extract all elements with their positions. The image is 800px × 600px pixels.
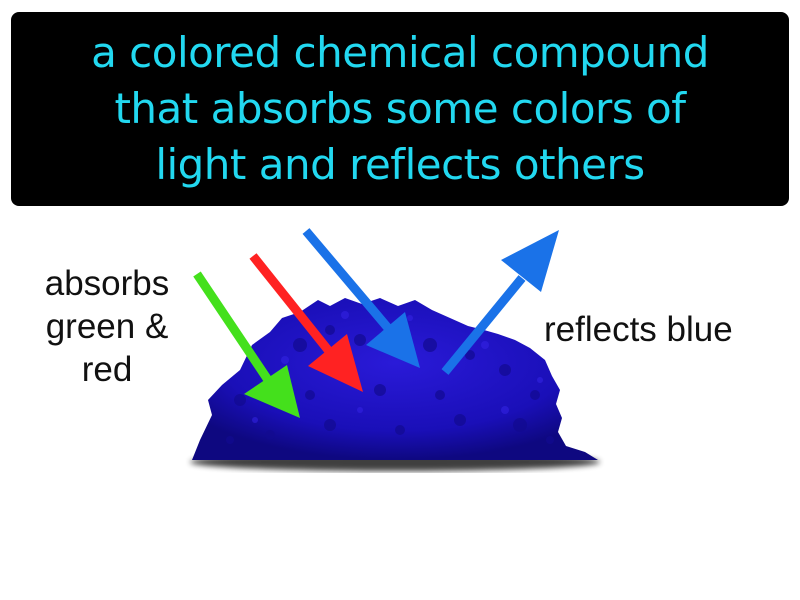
absorbs-label-line-3: red <box>81 350 133 389</box>
reflects-label: reflects blue <box>544 310 733 349</box>
absorbs-label: absorbs green & red <box>22 262 192 391</box>
definition-line-3: light and reflects others <box>155 140 645 189</box>
absorbs-label-line-1: absorbs <box>44 264 170 303</box>
pigment-powder-icon <box>192 298 598 460</box>
absorbs-label-line-2: green & <box>45 307 169 346</box>
green-light-arrow-icon <box>193 271 300 418</box>
definition-line-2: that absorbs some colors of <box>114 84 686 133</box>
reflected-blue-arrow-icon <box>441 230 559 375</box>
definition-line-1: a colored chemical compound <box>91 28 709 77</box>
incoming-blue-arrow-icon <box>302 228 420 368</box>
definition-banner: a colored chemical compound that absorbs… <box>11 12 789 206</box>
red-light-arrow-icon <box>249 253 363 392</box>
